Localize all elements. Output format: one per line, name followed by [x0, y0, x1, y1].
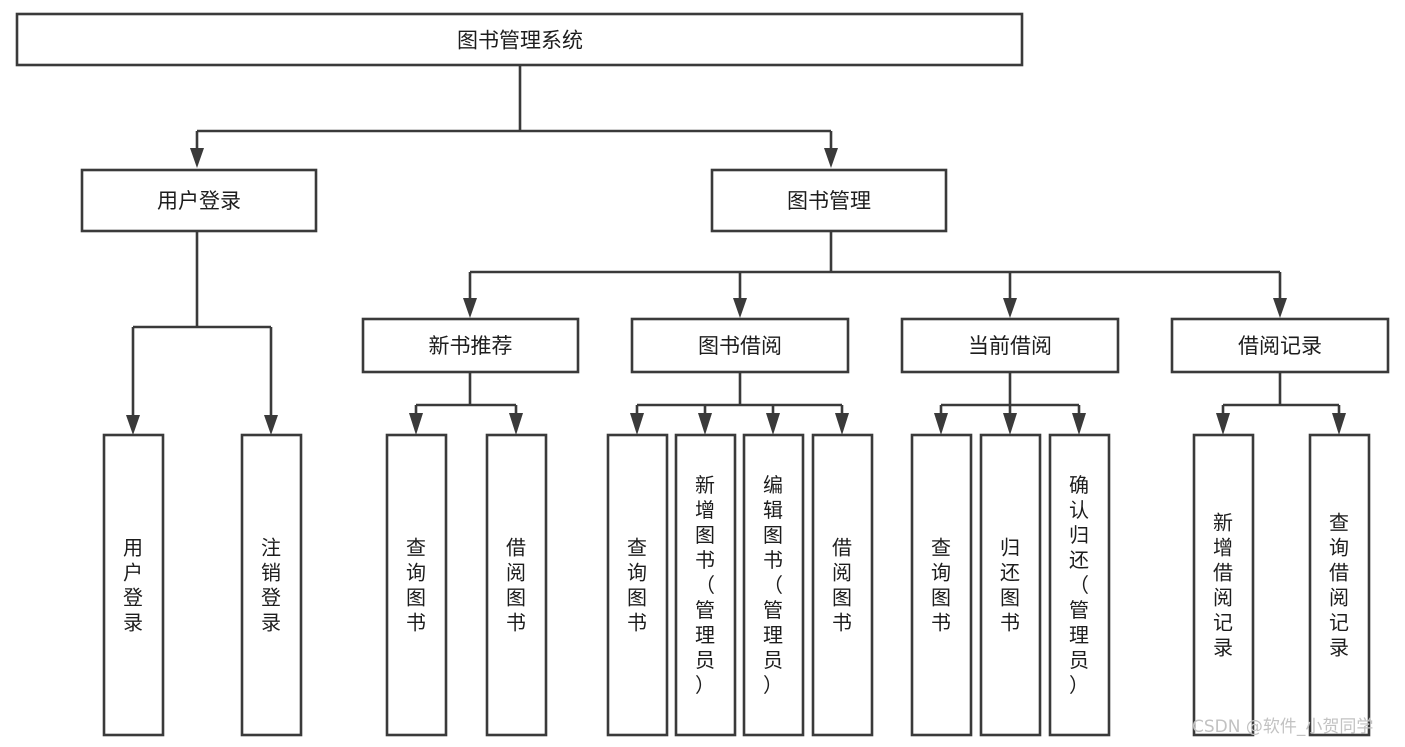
leaf-node-cb-query-book-label: 查询图书	[931, 536, 951, 635]
leaf-node-br-query-record[interactable]: 查询借阅记录	[1308, 433, 1371, 737]
leaf-node-bb-add-book-box[interactable]	[674, 433, 737, 737]
node-user-login[interactable]: 用户登录	[80, 168, 318, 233]
node-book-borrow-label: 图书借阅	[698, 334, 782, 358]
leaf-node-cb-confirm-return[interactable]: 确认归还（管理员）	[1048, 433, 1111, 737]
leaf-node-logout-label: 注销登录	[261, 536, 281, 635]
arrow-icon-cb-0	[934, 413, 948, 435]
leaf-node-user-login-label: 用户登录	[123, 536, 143, 635]
leaf-node-bb-add-book[interactable]: 新增图书（管理员）	[674, 433, 737, 737]
arrow-icon-br-0	[1216, 413, 1230, 435]
leaf-node-br-query-record-label: 查询借阅记录	[1329, 511, 1349, 660]
leaf-node-logout-box[interactable]	[240, 433, 303, 737]
arrow-icon-l3-1	[733, 298, 747, 318]
node-book-management-box[interactable]	[710, 168, 948, 233]
connector-user-login-to-leaves	[126, 232, 278, 435]
arrow-icon-nb-1	[509, 413, 523, 435]
leaf-node-bb-borrow-book-box[interactable]	[811, 433, 874, 737]
leaf-node-cb-confirm-return-box[interactable]	[1048, 433, 1111, 737]
leaf-node-cb-query-book[interactable]: 查询图书	[910, 433, 973, 737]
node-user-login-label: 用户登录	[157, 189, 241, 213]
node-borrow-record-label: 借阅记录	[1238, 334, 1322, 358]
leaf-node-bb-borrow-book[interactable]: 借阅图书	[811, 433, 874, 737]
node-root-label: 图书管理系统	[457, 29, 583, 53]
arrow-icon-ul-0	[126, 415, 140, 435]
node-current-borrow-label: 当前借阅	[968, 334, 1052, 358]
leaf-node-br-add-record-label: 新增借阅记录	[1213, 511, 1233, 660]
leaf-node-cb-confirm-return-label: 确认归还（管理员）	[1069, 473, 1089, 697]
connector-new-book-to-leaves	[409, 373, 523, 435]
leaf-node-cb-return-book-box[interactable]	[979, 433, 1042, 737]
leaf-node-bb-query-book-box[interactable]	[606, 433, 669, 737]
leaf-node-user-login-box[interactable]	[102, 433, 165, 737]
node-borrow-record-box[interactable]	[1170, 317, 1390, 374]
leaf-node-nb-query-book-label: 查询图书	[406, 536, 426, 635]
arrow-icon-book-mgmt	[824, 148, 838, 168]
leaf-node-nb-borrow-book-label: 借阅图书	[506, 536, 526, 635]
leaf-node-bb-edit-book-label: 编辑图书（管理员）	[763, 473, 783, 697]
node-new-book-recommend-box[interactable]	[361, 317, 580, 374]
leaf-node-cb-query-book-box[interactable]	[910, 433, 973, 737]
leaf-node-bb-borrow-book-label: 借阅图书	[832, 536, 852, 635]
leaf-node-cb-return-book[interactable]: 归还图书	[979, 433, 1042, 737]
node-book-management[interactable]: 图书管理	[710, 168, 948, 233]
arrow-icon-bb-0	[630, 413, 644, 435]
leaf-node-nb-query-book[interactable]: 查询图书	[385, 433, 448, 737]
node-borrow-record[interactable]: 借阅记录	[1170, 317, 1390, 374]
arrow-icon-bb-1	[698, 413, 712, 435]
arrow-icon-l3-3	[1273, 298, 1287, 318]
node-new-book-recommend-label: 新书推荐	[429, 334, 513, 358]
arrow-icon-br-1	[1332, 413, 1346, 435]
arrow-icon-nb-0	[409, 413, 423, 435]
leaf-node-br-add-record-box[interactable]	[1192, 433, 1255, 737]
leaf-node-cb-return-book-label: 归还图书	[1000, 536, 1020, 635]
connector-book-borrow-to-leaves	[630, 373, 849, 435]
node-root-box[interactable]	[15, 12, 1024, 67]
node-book-management-label: 图书管理	[787, 189, 871, 213]
node-current-borrow-box[interactable]	[900, 317, 1120, 374]
arrow-icon-cb-2	[1072, 413, 1086, 435]
connector-book-mgmt-to-level3	[463, 232, 1287, 318]
leaf-node-nb-query-book-box[interactable]	[385, 433, 448, 737]
arrow-icon-cb-1	[1003, 413, 1017, 435]
arrow-icon-bb-2	[766, 413, 780, 435]
leaf-node-nb-borrow-book-box[interactable]	[485, 433, 548, 737]
arrow-icon-bb-3	[835, 413, 849, 435]
leaf-node-bb-edit-book[interactable]: 编辑图书（管理员）	[742, 433, 805, 737]
node-book-borrow-box[interactable]	[630, 317, 850, 374]
leaf-node-bb-query-book[interactable]: 查询图书	[606, 433, 669, 737]
csdn-watermark: CSDN @软件_小贺同学	[1192, 717, 1373, 737]
leaf-node-br-query-record-box[interactable]	[1308, 433, 1371, 737]
node-current-borrow[interactable]: 当前借阅	[900, 317, 1120, 374]
connector-current-borrow-to-leaves	[934, 373, 1086, 435]
arrow-icon-l3-0	[463, 298, 477, 318]
leaf-node-logout[interactable]: 注销登录	[240, 433, 303, 737]
arrow-icon-ul-1	[264, 415, 278, 435]
leaf-node-nb-borrow-book[interactable]: 借阅图书	[485, 433, 548, 737]
node-new-book-recommend[interactable]: 新书推荐	[361, 317, 580, 374]
leaf-node-user-login[interactable]: 用户登录	[102, 433, 165, 737]
node-user-login-box[interactable]	[80, 168, 318, 233]
node-book-borrow[interactable]: 图书借阅	[630, 317, 850, 374]
connector-borrow-record-to-leaves	[1216, 373, 1346, 435]
leaf-node-bb-edit-book-box[interactable]	[742, 433, 805, 737]
node-root[interactable]: 图书管理系统	[15, 12, 1024, 67]
leaf-node-br-add-record[interactable]: 新增借阅记录	[1192, 433, 1255, 737]
arrow-icon-l3-2	[1003, 298, 1017, 318]
leaf-node-bb-add-book-label: 新增图书（管理员）	[695, 473, 715, 697]
connector-root-to-level2	[190, 66, 838, 168]
leaf-node-bb-query-book-label: 查询图书	[627, 536, 647, 635]
arrow-icon-user-login	[190, 148, 204, 168]
